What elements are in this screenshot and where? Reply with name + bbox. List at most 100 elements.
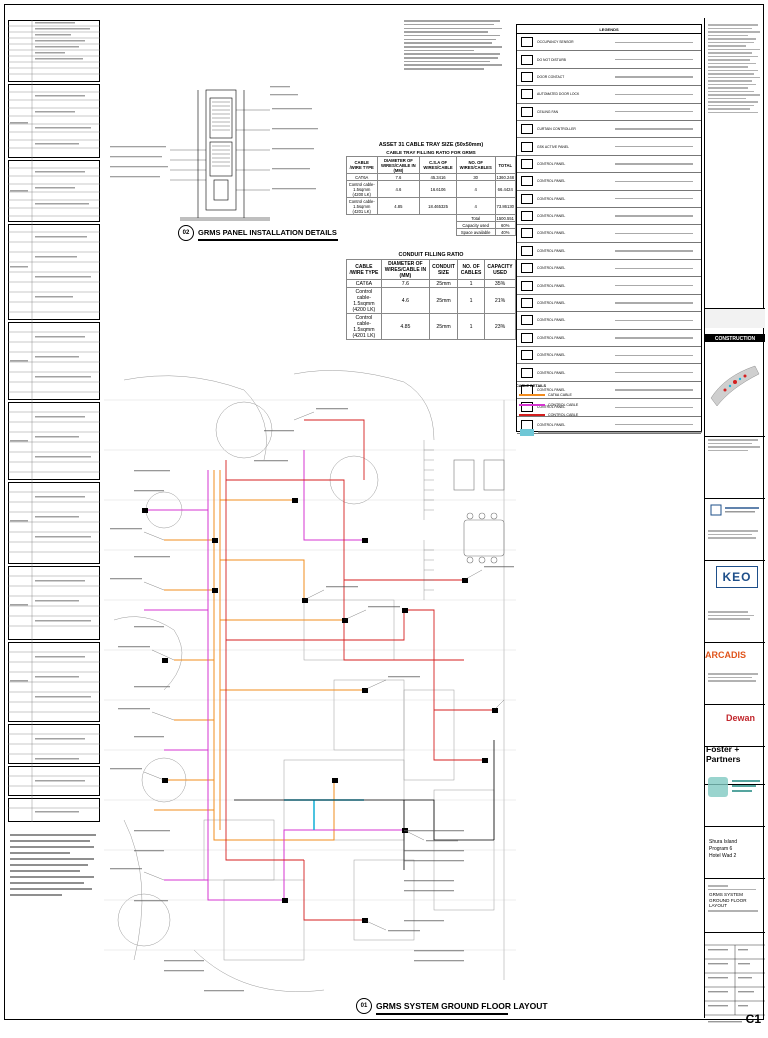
legend-item-label: CONTROL PANEL xyxy=(537,422,566,427)
table-cell: 16.6106 xyxy=(419,180,457,198)
contractor-logo xyxy=(710,504,759,516)
table-cell: 60% xyxy=(494,221,516,229)
legend-item: AUTOMATED DOOR LOCK xyxy=(517,86,701,104)
schedule-box xyxy=(8,482,100,564)
table-cell: Total xyxy=(455,214,496,222)
legend-item-label: CONTROL PANEL xyxy=(537,266,566,271)
table-cell: CAT6A xyxy=(346,279,382,288)
mounting-detail xyxy=(615,389,693,391)
ground-floor-plan xyxy=(104,370,516,992)
mounting-detail xyxy=(615,145,693,148)
table-cell: 4.6 xyxy=(380,287,430,314)
table-row: CAT6A 7.6 45.3416 30 1360.248 xyxy=(346,173,516,181)
mounting-detail xyxy=(615,284,693,287)
table-cell: Control cable-1.5sqmm (4200 LK) xyxy=(346,287,382,314)
table-row: Control cable-1.5sqmm (4200 LK) 4.6 16.6… xyxy=(346,180,516,198)
table-cell: 35% xyxy=(484,279,516,288)
trunk-cable-route xyxy=(284,799,364,830)
table-header: NO. OF WIRES/CABLES xyxy=(455,156,496,174)
cable-legend-row: CONTROL CABLE xyxy=(516,410,702,420)
legend-item: CONTROL PANEL xyxy=(517,399,701,417)
device-symbol-icon xyxy=(521,263,533,274)
mounting-detail xyxy=(615,215,693,217)
device-symbol-icon xyxy=(521,124,533,135)
design-architect-block xyxy=(705,746,765,782)
cable-legend-row: CONTROL CABLE xyxy=(516,400,702,410)
legend-item-label: CONTROL PANEL xyxy=(537,179,566,184)
consultant-block xyxy=(705,436,765,496)
legend-item: OCCUPANCY SENSOR xyxy=(517,34,701,52)
mounting-detail xyxy=(615,180,693,183)
table-cell: 18.465325 xyxy=(419,197,457,215)
foster-partners-logo: Foster + Partners xyxy=(706,744,741,764)
legend-item: CONTROL PANEL xyxy=(517,173,701,191)
table-header: CABLE /WIRE TYPE xyxy=(346,259,382,280)
cable-legend-label: CONTROL CABLE xyxy=(548,403,579,407)
outdoor-furniture xyxy=(453,459,505,564)
table-row: Control cable-1.5sqmm (4201 LK) 4.85 18.… xyxy=(346,197,516,215)
legend-title: LEGENDS xyxy=(517,25,701,34)
legend-item: CEILING FAN xyxy=(517,104,701,121)
mounting-detail xyxy=(615,41,693,43)
table-cell: 7.6 xyxy=(380,279,430,288)
callout-text-lines xyxy=(110,408,514,992)
drawing-frame xyxy=(4,4,764,1020)
layout-title-underline xyxy=(376,1013,508,1015)
red-sea-logo xyxy=(708,777,760,797)
table-cell: 45.3416 xyxy=(419,173,457,181)
cable-legend-label: CONTROL CABLE xyxy=(548,413,579,417)
table-row: Space available 40% xyxy=(347,228,516,236)
table-row: Total 1500.551 xyxy=(347,214,516,222)
mounting-detail xyxy=(615,371,693,374)
table-cell: 25mm xyxy=(428,287,459,314)
table-header: TOTAL xyxy=(494,156,516,174)
table-cell: CAT6A xyxy=(346,173,378,181)
device-symbol-icon xyxy=(521,71,533,82)
client-block xyxy=(705,784,765,824)
schedule-box xyxy=(8,160,100,222)
table-header: NO. OF CABLES xyxy=(457,259,486,280)
detail-title: GRMS PANEL INSTALLATION DETAILS xyxy=(198,228,337,237)
drawing-info-grid xyxy=(705,944,765,1023)
table-cell: Space available xyxy=(455,228,496,236)
mounting-detail xyxy=(615,163,693,165)
cable-legend-title: CABLE DETAILS xyxy=(516,384,547,388)
device-symbol-icon xyxy=(521,176,533,187)
control-cable-line-swatch xyxy=(519,414,545,416)
legend-item: CONTROL PANEL xyxy=(517,208,701,226)
detail-number-bubble: 02 xyxy=(178,225,194,241)
mounting-detail xyxy=(615,198,693,200)
table-cell: 7.6 xyxy=(376,173,421,181)
architect-block xyxy=(705,704,765,744)
mounting-detail xyxy=(615,302,693,304)
callout-leaders xyxy=(143,411,505,931)
title-block: CONSTRUCTION Shura Island Program 6 Hote… xyxy=(704,18,765,1026)
legend-item-label: CONTROL PANEL xyxy=(537,301,566,306)
drawing-title-block: GRMS SYSTEM GROUND FLOOR LAYOUT xyxy=(705,878,765,930)
legend-item: CONTROL PANEL xyxy=(517,156,701,174)
mounting-detail xyxy=(615,267,693,269)
device-symbol-icon xyxy=(521,245,533,256)
table-cell: 1500.551 xyxy=(494,214,516,222)
mounting-detail xyxy=(615,111,693,113)
legend-item: CONTROL PANEL xyxy=(517,347,701,365)
cat6a-cable-runs xyxy=(154,470,364,841)
pm-block xyxy=(705,642,765,702)
mounting-detail xyxy=(615,424,693,426)
table-row: Control cable-1.5sqmm (4200 LK) 4.6 25mm… xyxy=(346,287,516,314)
project-block: Shura Island Program 6 Hotel Wad 2 xyxy=(705,826,765,876)
table-cell: 40% xyxy=(494,228,516,236)
mounting-detail xyxy=(615,319,693,322)
table-header: DIAMETER OF WIRES/CABLE IN (MM) xyxy=(380,259,430,280)
table-cell: 23% xyxy=(484,313,516,340)
table-cell: Control cable-1.5sqmm (4201 LK) xyxy=(346,197,378,215)
schedule-box xyxy=(8,322,100,400)
schedule-box xyxy=(8,20,100,82)
legend-item-label: CONTROL PANEL xyxy=(537,388,566,392)
device-symbol-icon xyxy=(521,315,533,326)
legend-item-label: OCCUPANCY SENSOR xyxy=(537,40,574,45)
issue-status: CONSTRUCTION xyxy=(705,334,765,342)
table-row: Capacity used 60% xyxy=(347,221,516,229)
